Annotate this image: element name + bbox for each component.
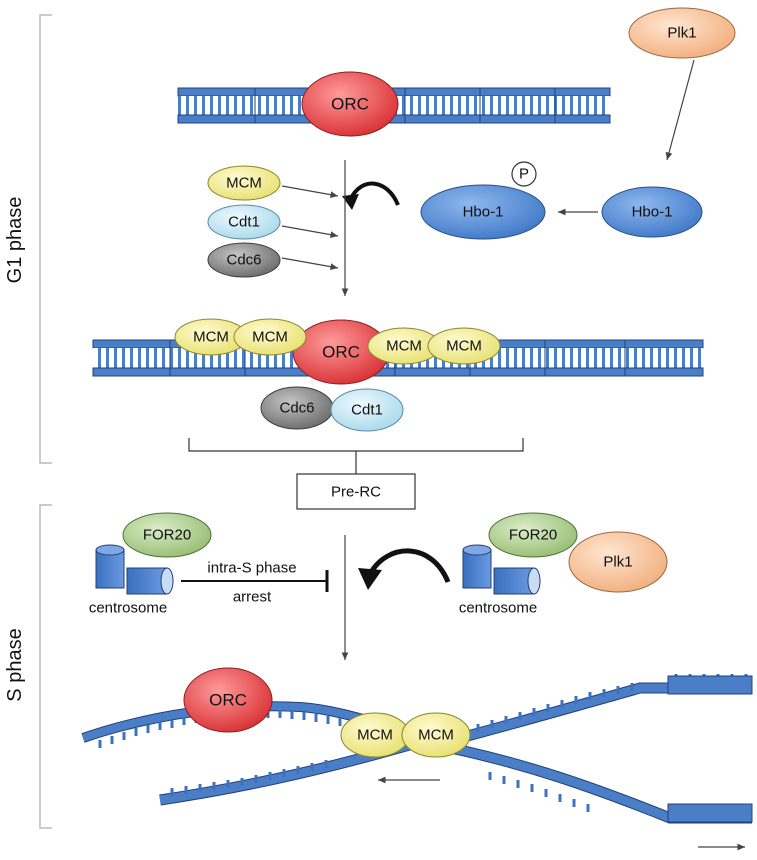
mcm-label-fork-1: MCM [357, 727, 393, 744]
for20-label-left: FOR20 [143, 527, 191, 544]
for20-label-right: FOR20 [509, 527, 557, 544]
pre-rc-box [296, 473, 416, 510]
pre-rc-label: Pre-RC [331, 484, 381, 501]
hbo1-label-right: Hbo-1 [632, 204, 673, 221]
hbo1-protein-right [601, 186, 703, 238]
cdt1-label-prerc: Cdt1 [351, 402, 383, 419]
s-phase-label: S phase [4, 628, 26, 701]
intra-s-label-2: arrest [233, 589, 272, 606]
mcm-protein-prerc-4 [427, 327, 501, 365]
mcm-protein-fork-2 [401, 712, 471, 758]
for20-protein-left [122, 512, 212, 558]
mcm-protein-factor [207, 165, 281, 201]
mcm-label-fork-2: MCM [418, 727, 454, 744]
phospho-label: P [519, 166, 529, 183]
centrosome-label-left: centrosome [89, 600, 167, 617]
mcm-label-prerc-1: MCM [193, 329, 229, 346]
mcm-protein-prerc-2 [233, 318, 307, 356]
orc-protein-fork [183, 667, 273, 733]
s-phase-bracket [39, 504, 52, 829]
plk1-to-hbo1-arrow [665, 59, 695, 161]
for20-protein-right [488, 512, 578, 558]
orc-label-top: ORC [331, 95, 369, 114]
centrosome-left [95, 544, 174, 595]
plk1-protein-top [628, 7, 736, 59]
orc-label-prerc: ORC [322, 343, 360, 362]
cdt1-protein-factor [207, 204, 281, 240]
hbo1-curved-arrowhead [342, 194, 359, 210]
g1-phase-label: G1 phase [4, 197, 26, 284]
mcm-label-prerc-3: MCM [386, 338, 422, 355]
intra-s-label-1: intra-S phase [207, 560, 296, 577]
cdc6-protein-factor [207, 242, 281, 278]
cdc6-label-factor: Cdc6 [226, 252, 261, 269]
hbo1-curved-arrow [348, 181, 400, 206]
centrosome-right [462, 544, 541, 595]
plk1-curved-arrowhead [358, 568, 382, 590]
plk1-label-s: Plk1 [603, 554, 632, 571]
orc-label-fork: ORC [209, 691, 247, 710]
cdt1-protein-prerc [330, 388, 404, 432]
cdt1-recruit-arrow [281, 225, 339, 238]
plk1-label-top: Plk1 [667, 25, 696, 42]
phospho-marker [511, 161, 537, 187]
pre-rc-bracket [188, 438, 524, 474]
g1-phase-bracket [39, 14, 52, 464]
mcm-label-factor: MCM [226, 175, 262, 192]
centrosome-label-right: centrosome [459, 600, 537, 617]
plk1-curved-arrow [367, 548, 451, 583]
mcm-label-prerc-2: MCM [252, 329, 288, 346]
plk1-protein-s [568, 531, 668, 593]
mcm-label-prerc-4: MCM [446, 338, 482, 355]
hbo1-protein-phospho [420, 184, 546, 240]
hbo1-label-phospho: Hbo-1 [463, 204, 504, 221]
cdc6-recruit-arrow [281, 257, 339, 270]
cdt1-label-factor: Cdt1 [228, 214, 260, 231]
orc-protein-top [301, 71, 399, 137]
mcm-recruit-arrow [281, 185, 339, 198]
cdc6-label-prerc: Cdc6 [279, 400, 314, 417]
